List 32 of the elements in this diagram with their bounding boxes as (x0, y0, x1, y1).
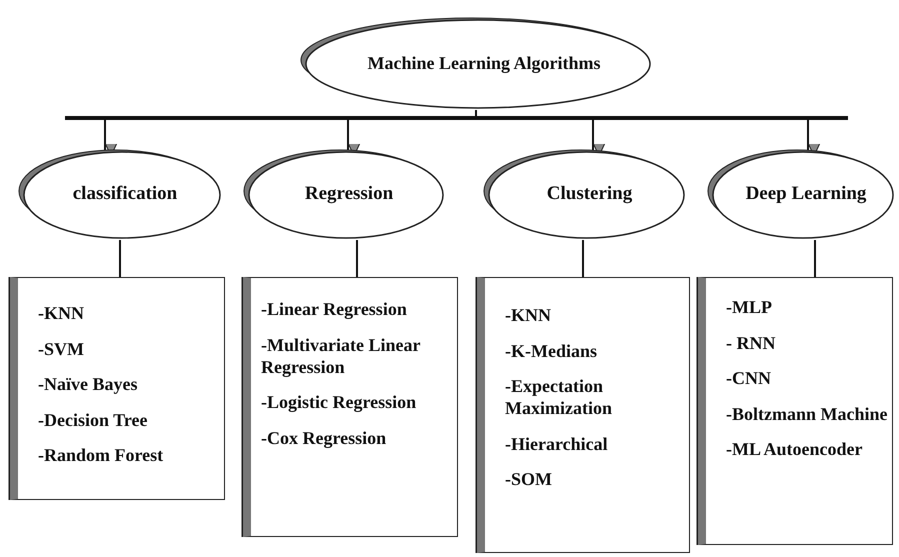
list-item: -Hierarchical (505, 432, 608, 454)
connector-line (814, 240, 816, 277)
list-item: -KNN (38, 302, 84, 324)
list-item: -K-Medians (505, 340, 597, 362)
list-item: -CNN (726, 367, 771, 389)
list-item: -Boltzmann Machine (726, 402, 888, 424)
category-label: classification (72, 183, 178, 205)
list-item: -SVM (38, 338, 84, 360)
list-item: -ML Autoencoder (726, 438, 862, 460)
list-box (698, 277, 893, 545)
list-item: -Multivariate Linear Regression (261, 334, 422, 378)
list-item: -Decision Tree (38, 408, 148, 430)
list-item: -Logistic Regression (261, 391, 416, 413)
list-item: -Cox Regression (261, 426, 386, 448)
list-item: -SOM (505, 468, 552, 490)
list-item: -KNN (505, 304, 551, 326)
connector-line (356, 240, 358, 277)
list-item: -Naïve Bayes (38, 373, 138, 395)
category-label: Clustering (546, 183, 632, 205)
category-label: Regression (304, 183, 394, 205)
list-item: -Expectation Maximization (505, 375, 613, 419)
list-item: -Random Forest (38, 444, 164, 466)
category-label: Machine Learning Algorithms (366, 52, 600, 74)
list-box (243, 277, 458, 537)
connector-line (119, 240, 121, 277)
list-item: -MLP (726, 296, 772, 318)
category-label: Deep Learning (744, 183, 866, 205)
connector-line (582, 240, 584, 277)
list-box (477, 277, 690, 553)
list-item: - RNN (726, 332, 776, 354)
list-item: -Linear Regression (261, 298, 407, 320)
list-box (10, 277, 225, 500)
